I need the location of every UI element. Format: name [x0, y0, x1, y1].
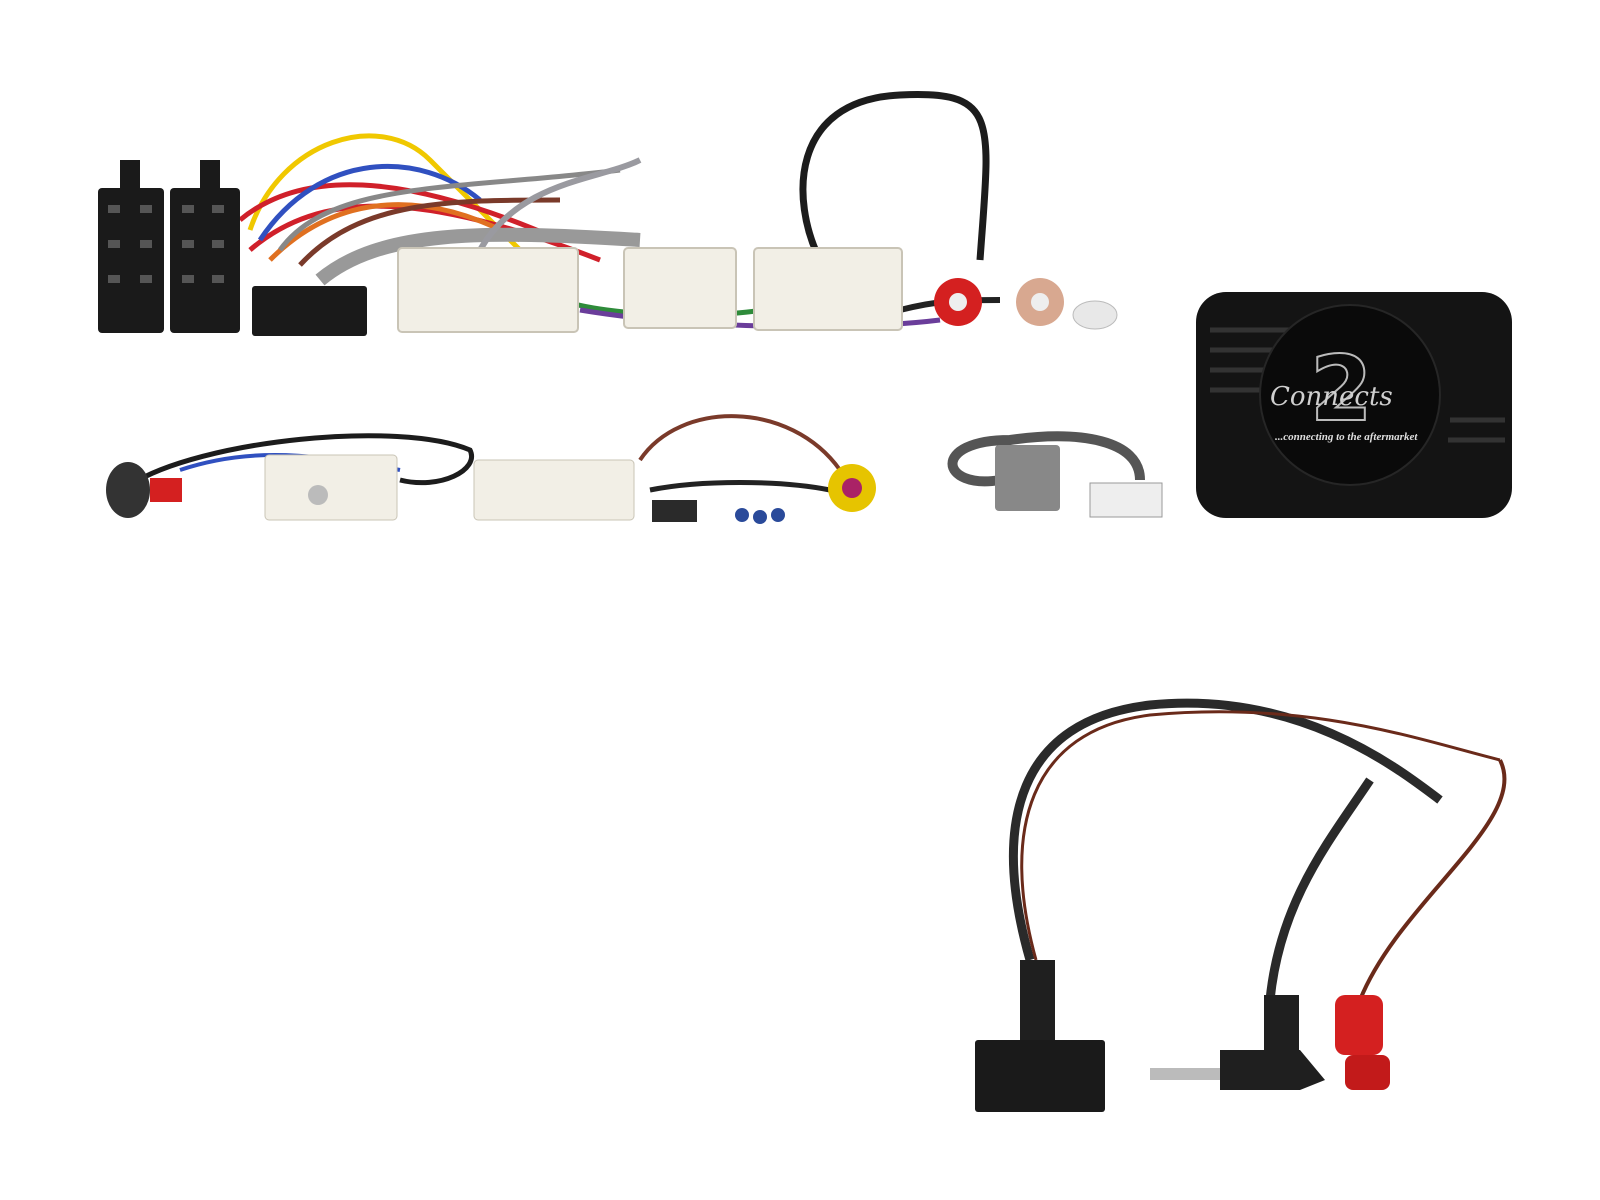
interface-module: 2 Connects ...connecting to the aftermar… [1196, 292, 1512, 518]
vehicle-connectors [397, 247, 903, 333]
logo-tagline: ...connecting to the aftermarket [1275, 431, 1418, 443]
iso-connectors [98, 160, 240, 333]
16-pin-connector [252, 286, 367, 336]
jack-plug [1150, 995, 1325, 1090]
camera-harness [473, 414, 876, 524]
steering-lead [1009, 698, 1507, 1001]
steering-connector-boot [1020, 960, 1055, 1040]
usb-adapter [947, 431, 1163, 518]
logo-mark: 2 [1310, 337, 1373, 442]
logo-brand: Connects [1270, 382, 1393, 412]
steering-connector [975, 1040, 1105, 1112]
rca-plugs [934, 278, 1118, 330]
antenna-adapter [106, 433, 475, 521]
red-bullet-connector [1335, 995, 1390, 1090]
